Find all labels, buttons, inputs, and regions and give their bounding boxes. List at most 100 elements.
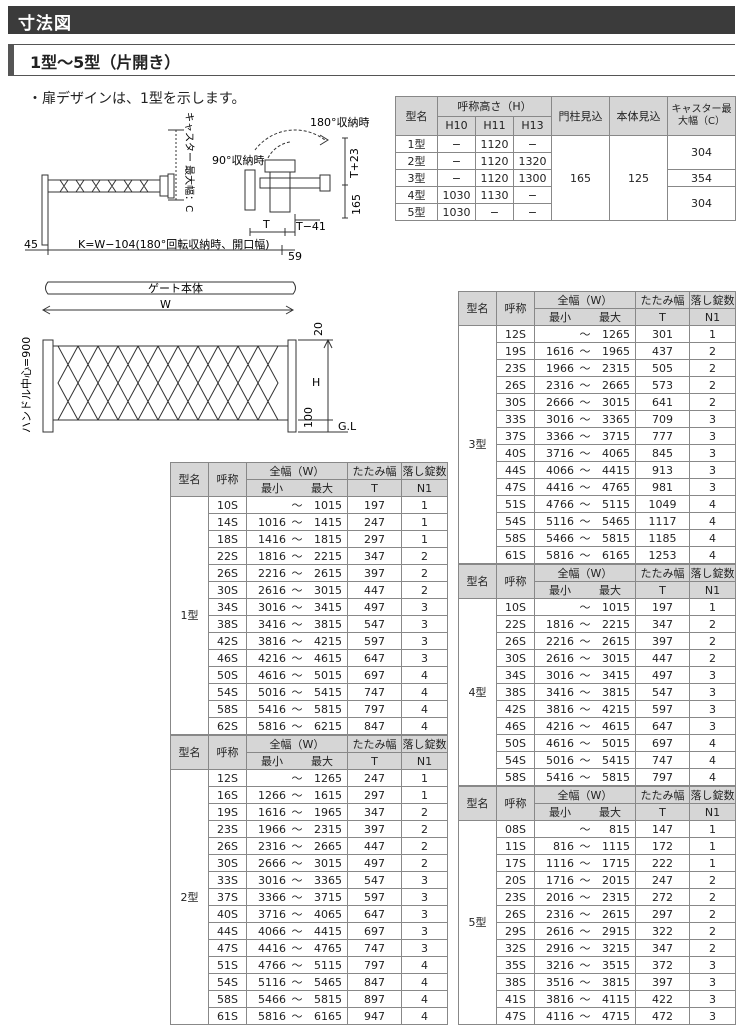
width-cell: 3516～3815 bbox=[534, 973, 636, 991]
fold-cell: 447 bbox=[635, 649, 690, 667]
header-lock-n1: N1 bbox=[689, 581, 736, 599]
width-max: 3715 bbox=[314, 890, 342, 904]
fold-cell: 647 bbox=[635, 717, 690, 735]
header-width: 全幅（W） bbox=[534, 564, 636, 582]
fold-cell: 797 bbox=[347, 956, 402, 974]
width-max: 3415 bbox=[314, 600, 342, 614]
width-min: 4416 bbox=[546, 480, 574, 494]
width-tilde: ～ bbox=[291, 890, 303, 904]
width-max: 3815 bbox=[602, 685, 630, 699]
name-cell: 19S bbox=[208, 803, 247, 821]
header-model: 型名 bbox=[458, 291, 497, 326]
width-min: 4066 bbox=[546, 463, 574, 477]
width-tilde: ～ bbox=[579, 822, 591, 836]
header-model: 型名 bbox=[170, 735, 209, 770]
header-fold: たたみ幅 bbox=[347, 735, 402, 753]
name-cell: 40S bbox=[208, 905, 247, 923]
name-cell: 30S bbox=[208, 854, 247, 872]
lock-cell: 1 bbox=[401, 513, 448, 531]
width-tilde: ～ bbox=[291, 634, 303, 648]
width-tilde: ～ bbox=[579, 344, 591, 358]
label-20: 20 bbox=[312, 322, 325, 336]
width-min: 3516 bbox=[546, 975, 574, 989]
handle-label: ハンドル中心=900 bbox=[20, 337, 33, 433]
name-cell: 18S bbox=[208, 530, 247, 548]
fold-cell: 297 bbox=[347, 786, 402, 804]
width-max: 5465 bbox=[602, 514, 630, 528]
fold-cell: 497 bbox=[347, 854, 402, 872]
width-max: 5115 bbox=[314, 958, 342, 972]
name-cell: 12S bbox=[208, 769, 247, 787]
width-cell: 2216～2615 bbox=[246, 564, 348, 582]
name-cell: 40S bbox=[496, 444, 535, 462]
width-min: 1116 bbox=[546, 856, 574, 870]
lock-cell: 4 bbox=[689, 751, 736, 769]
width-cell: 1016～1415 bbox=[246, 513, 348, 531]
name-cell: 51S bbox=[208, 956, 247, 974]
header-fold: たたみ幅 bbox=[635, 564, 690, 582]
label-45: 45 bbox=[24, 238, 38, 251]
header-fold-t: T bbox=[635, 581, 690, 599]
fold-cell: 397 bbox=[347, 564, 402, 582]
header-min: 最小 bbox=[549, 583, 571, 597]
spec-model: 4型 bbox=[395, 186, 438, 204]
spec-post: 165 bbox=[551, 135, 610, 221]
width-tilde: ～ bbox=[291, 685, 303, 699]
label-t41: T−41 bbox=[295, 220, 326, 233]
width-cell: 3816～4115 bbox=[534, 990, 636, 1008]
lock-cell: 2 bbox=[689, 939, 736, 957]
width-tilde: ～ bbox=[579, 668, 591, 682]
width-min: 5416 bbox=[546, 770, 574, 784]
spec-model: 5型 bbox=[395, 203, 438, 221]
lock-cell: 3 bbox=[689, 478, 736, 496]
fold-cell: 297 bbox=[635, 905, 690, 923]
width-max: 5815 bbox=[602, 531, 630, 545]
spec-header-height: 呼称高さ（H） bbox=[437, 96, 552, 117]
width-min: 4616 bbox=[258, 668, 286, 682]
width-tilde: ～ bbox=[579, 497, 591, 511]
name-cell: 23S bbox=[496, 888, 535, 906]
spec-header-model: 型名 bbox=[395, 96, 438, 136]
width-tilde: ～ bbox=[579, 378, 591, 392]
width-min: 3816 bbox=[546, 992, 574, 1006]
width-cell: 3016～3415 bbox=[246, 598, 348, 616]
fold-cell: 573 bbox=[635, 376, 690, 394]
width-tilde: ～ bbox=[291, 617, 303, 631]
lock-cell: 3 bbox=[689, 973, 736, 991]
width-cell: 1116～1715 bbox=[534, 854, 636, 872]
fold-cell: 347 bbox=[347, 803, 402, 821]
width-tilde: ～ bbox=[579, 480, 591, 494]
width-min: 4616 bbox=[546, 736, 574, 750]
name-cell: 34S bbox=[208, 598, 247, 616]
fold-cell: 197 bbox=[347, 496, 402, 514]
width-max: 1715 bbox=[602, 856, 630, 870]
name-cell: 35S bbox=[496, 956, 535, 974]
fold-cell: 447 bbox=[347, 837, 402, 855]
lock-cell: 3 bbox=[401, 649, 448, 667]
lock-cell: 3 bbox=[689, 427, 736, 445]
width-cell: 2666～3015 bbox=[246, 854, 348, 872]
fold-cell: 547 bbox=[347, 871, 402, 889]
width-cell: 4066～4415 bbox=[246, 922, 348, 940]
header-name: 呼称 bbox=[208, 735, 247, 770]
name-cell: 30S bbox=[496, 393, 535, 411]
lock-cell: 3 bbox=[689, 444, 736, 462]
fold-cell: 697 bbox=[347, 922, 402, 940]
name-cell: 19S bbox=[496, 342, 535, 360]
caster-label: キャスター 最大幅：C bbox=[183, 112, 196, 212]
width-tilde: ～ bbox=[291, 498, 303, 512]
spec-body: 125 bbox=[609, 135, 668, 221]
name-cell: 26S bbox=[208, 837, 247, 855]
lock-cell: 2 bbox=[689, 359, 736, 377]
